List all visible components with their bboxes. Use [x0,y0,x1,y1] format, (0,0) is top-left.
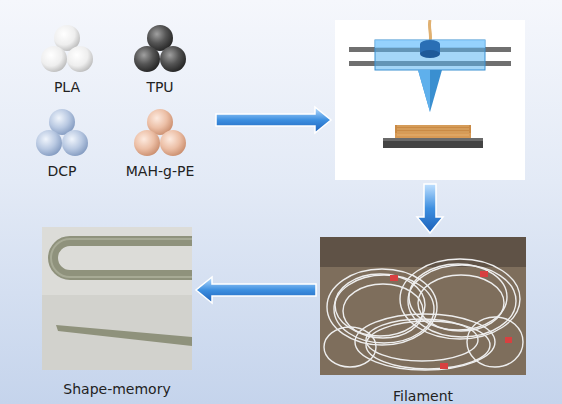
photo-background [320,237,526,267]
image-background [335,20,525,180]
nozzle [418,70,442,112]
photo-background [320,237,526,375]
sphere [134,46,160,72]
sphere [62,130,88,156]
material-cluster: MAH-g-PE [120,107,200,175]
filament-photo [320,237,526,375]
rod-highlight [51,239,192,277]
sphere [41,46,67,72]
white-spheres [27,23,107,75]
block-arrow [417,184,443,233]
block-arrow [216,107,331,133]
feeder [420,50,440,58]
red-tag [505,337,512,343]
sphere [67,46,93,72]
sphere [160,46,186,72]
node-label: PLA [27,79,107,96]
sphere [160,130,186,156]
node-label: DCP [22,163,102,180]
build-plate [383,138,483,148]
photo-panel: Filament [320,237,526,399]
material-cluster: PLA [27,23,107,95]
node-label: TPU [120,79,200,96]
dark-spheres [120,23,200,75]
materials-panel: PLA TPU DCP MAH-g-PE [20,15,212,175]
node-label: MAH-g-PE [120,163,200,180]
shape-memory-photo [42,227,192,370]
peach-spheres [120,107,200,159]
print-layers [397,126,469,135]
build-plate-edge [383,138,483,141]
node-label: Shape-memory [42,381,192,398]
node-label: Filament [320,388,526,404]
printer-box [335,20,525,180]
red-tag [480,271,488,277]
photo-background [42,227,192,370]
red-tag [440,363,448,369]
straight-rod [56,325,192,346]
red-tag [390,275,398,281]
sphere [134,130,160,156]
bent-rod [53,241,192,275]
blue-spheres [22,107,102,159]
photo-background [42,295,192,370]
nozzle-highlight [418,70,430,112]
material-cluster: DCP [22,107,102,175]
filament-strand [429,20,430,42]
printer-illustration [335,20,525,180]
sphere [36,130,62,156]
print-head-carriage [375,40,485,70]
photo-panel: Shape-memory [42,227,192,399]
block-arrow [196,277,316,303]
filament-coils [324,259,523,370]
material-cluster: TPU [120,23,200,95]
